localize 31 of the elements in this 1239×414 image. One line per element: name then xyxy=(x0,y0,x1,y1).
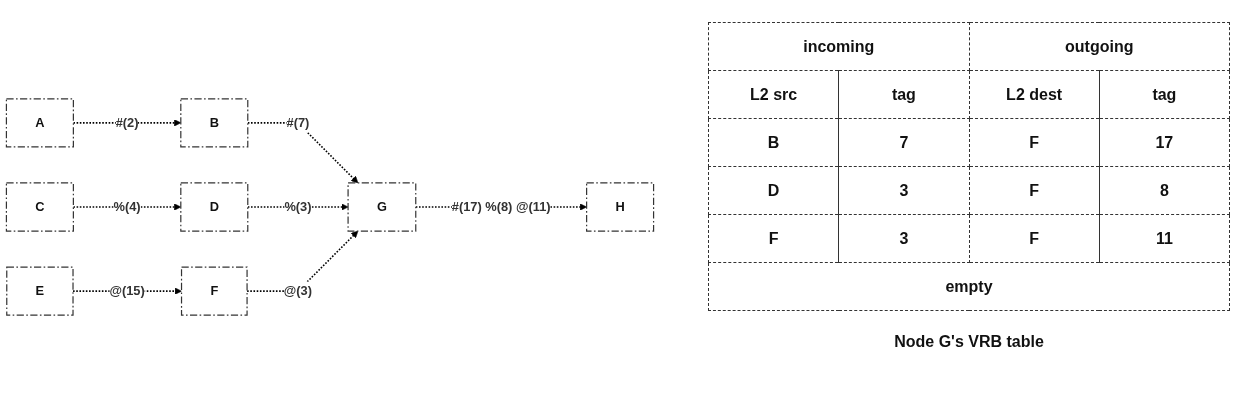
node-box: F xyxy=(180,266,248,316)
edge-label: #(7) xyxy=(286,115,310,130)
table-cell: 7 xyxy=(838,118,969,167)
column-header: tag xyxy=(838,70,969,119)
table-cell: 8 xyxy=(1099,166,1230,215)
node-box: C xyxy=(5,182,74,232)
table-cell: F xyxy=(708,214,839,263)
node-box: E xyxy=(6,266,74,316)
edge-label: %(4) xyxy=(113,199,141,214)
node-box: H xyxy=(586,182,655,232)
table-caption: Node G's VRB table xyxy=(893,333,1045,351)
edge-label: @(15) xyxy=(109,283,145,298)
column-header: tag xyxy=(1099,70,1230,119)
table-cell: 3 xyxy=(838,166,969,215)
column-header: outgoing xyxy=(969,22,1230,71)
table-cell: 3 xyxy=(838,214,969,263)
table-cell: 11 xyxy=(1099,214,1230,263)
node-box: G xyxy=(347,182,417,232)
table-cell: B xyxy=(708,118,839,167)
edge-label: #(17) %(8) @(11) xyxy=(451,199,551,214)
table-cell: 17 xyxy=(1099,118,1230,167)
node-box: D xyxy=(180,182,249,232)
column-header: incoming xyxy=(708,22,969,71)
edge-label: #(2) xyxy=(115,115,139,130)
column-header: L2 src xyxy=(708,70,839,119)
node-box: B xyxy=(180,98,249,148)
edge-label: %(3) xyxy=(284,199,312,214)
node-box: A xyxy=(5,98,74,148)
table-cell: D xyxy=(708,166,839,215)
table-cell: empty xyxy=(708,262,1230,311)
edge-label: @(3) xyxy=(283,283,313,298)
